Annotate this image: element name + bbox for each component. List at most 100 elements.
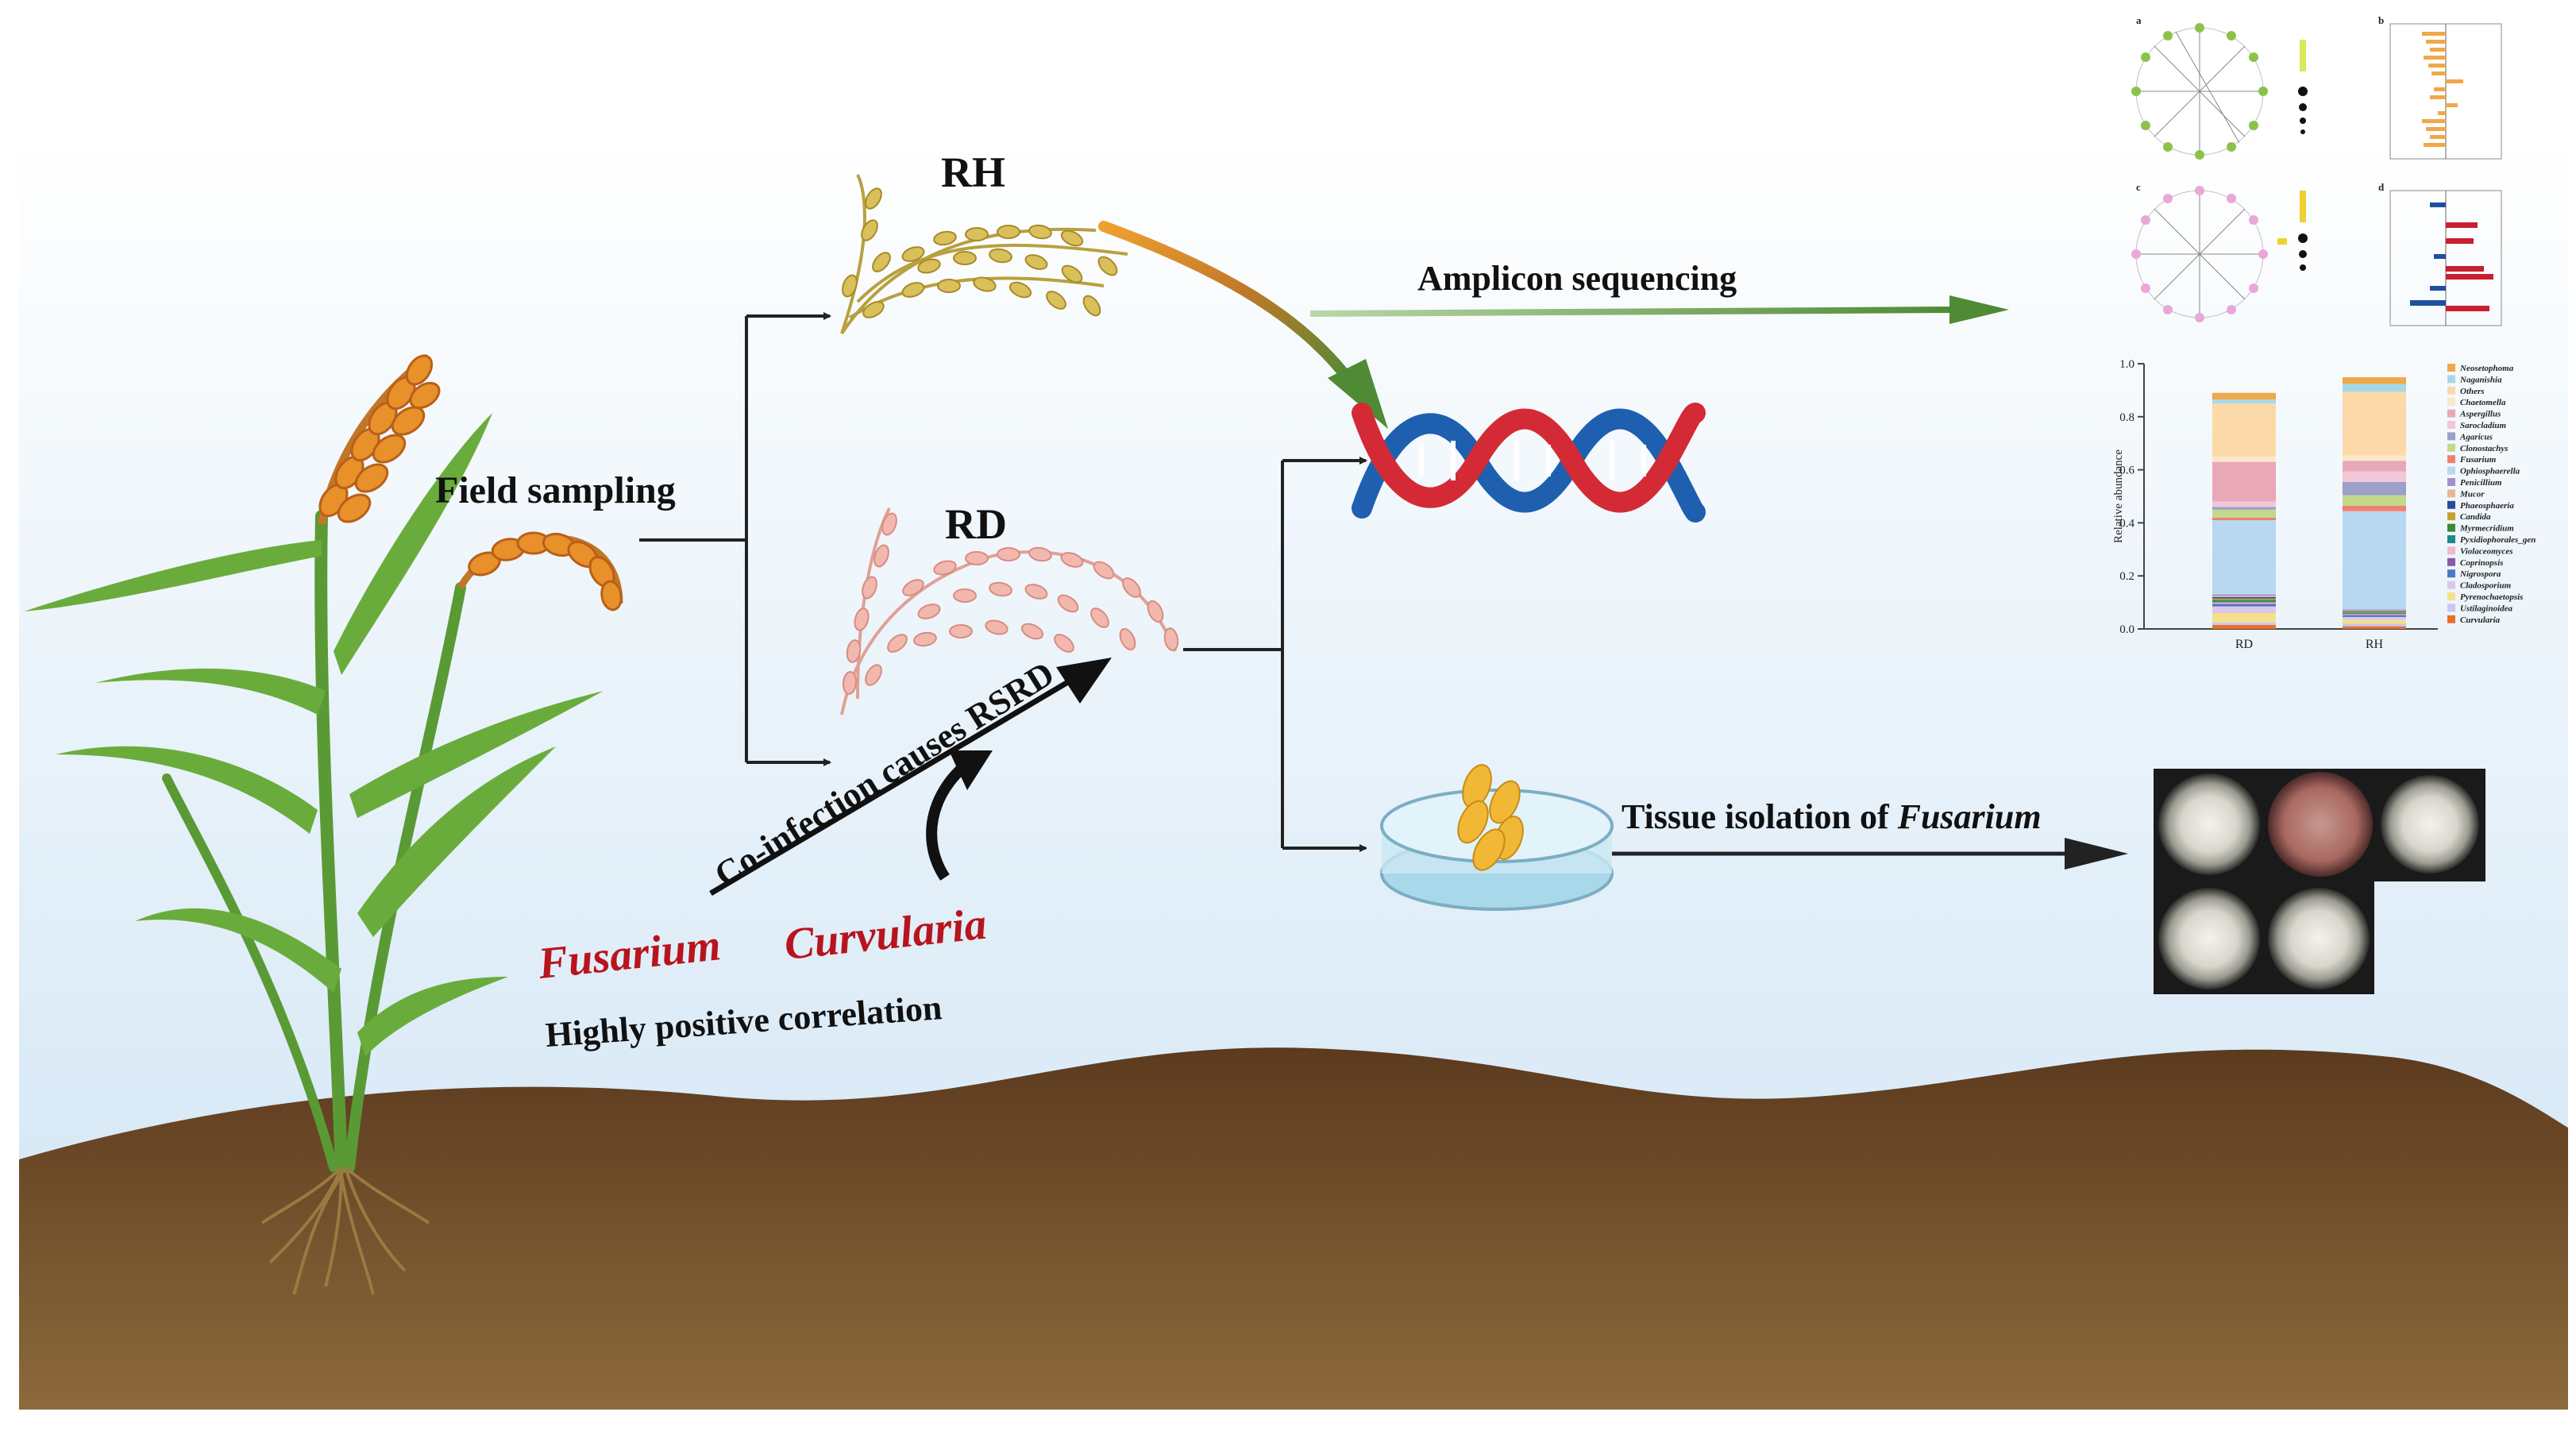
bar-segment: [2343, 471, 2406, 482]
legend-swatch: [2447, 546, 2455, 555]
legend-swatch: [2447, 421, 2455, 429]
culture-plate-5: [2268, 888, 2370, 989]
bar-segment: [2212, 604, 2276, 607]
legend-entry: Sarocladium: [2460, 421, 2507, 430]
legend-entry: Mucor: [2459, 489, 2485, 499]
bar-segment: [2212, 604, 2276, 605]
diverging-bar-panel-b: [2389, 23, 2502, 160]
legend-entry: Curvularia: [2460, 615, 2501, 625]
rd-label: RD: [945, 500, 1007, 548]
legend-swatch: [2447, 580, 2455, 589]
bar-segment: [2343, 511, 2406, 610]
bar-segment: [2212, 501, 2276, 507]
bar-segment: [2212, 399, 2276, 404]
bar-segment: [2343, 611, 2406, 613]
rh-to-dna-arrow: [1098, 221, 1388, 429]
amplicon-arrow: [1309, 295, 2009, 324]
legend-swatch: [2447, 375, 2455, 384]
legend-entry: Agaricus: [2459, 432, 2493, 442]
legend-entry: Naganishia: [2459, 375, 2502, 384]
legend-swatch: [2447, 455, 2455, 464]
bar-segment: [2343, 481, 2406, 496]
y-tick-label: 1.0: [2119, 358, 2134, 371]
network-panel-c: [2131, 186, 2308, 322]
bar-segment: [2212, 596, 2276, 599]
legend-swatch: [2447, 432, 2455, 441]
legend-swatch: [2447, 478, 2455, 486]
legend-entry: Pyxidiophorales_gen: [2460, 535, 2536, 545]
legend-entry: Myrmecridium: [2459, 524, 2514, 534]
legend-swatch: [2447, 466, 2455, 475]
y-tick-label: 0.0: [2119, 623, 2134, 636]
bar-segment: [2212, 606, 2276, 613]
tissue-isolation-arrow: [1612, 838, 2128, 870]
legend-swatch: [2447, 592, 2455, 600]
grain-head-drooping: [457, 531, 623, 611]
bar-segment: [2212, 507, 2276, 510]
legend-entry: Phaeosphaeria: [2460, 501, 2514, 511]
culture-plate-4: [2158, 888, 2260, 989]
legend-swatch: [2447, 557, 2455, 566]
legend-entry: Candida: [2460, 512, 2491, 522]
panel-letter-c: c: [2136, 181, 2141, 193]
bar-segment: [2343, 623, 2406, 627]
panel-letter-b: b: [2378, 14, 2384, 26]
bar-segment: [2212, 612, 2276, 623]
bar-segment: [2212, 509, 2276, 518]
dna-helix-icon: [1352, 403, 1706, 523]
rh-rice-panicle: [840, 174, 1128, 335]
culture-plate-1: [2158, 773, 2260, 875]
bar-segment: [2212, 598, 2276, 600]
legend-entry: Ophiosphaerella: [2460, 467, 2520, 476]
rd-rice-panicle: [840, 507, 1179, 716]
bar-segment: [2212, 622, 2276, 625]
legend-entry: Neosetophoma: [2459, 364, 2514, 373]
amplicon-sequencing-label: Amplicon sequencing: [1417, 259, 1737, 298]
tissue-isolation-genus: Fusarium: [1897, 797, 2042, 836]
legend-swatch: [2447, 615, 2455, 623]
panel-letter-a: a: [2136, 14, 2142, 26]
legend-swatch: [2447, 512, 2455, 521]
bar-segment: [2343, 392, 2406, 456]
bar-segment: [2343, 609, 2406, 611]
legend-swatch: [2447, 535, 2455, 543]
bar-segment: [2343, 610, 2406, 611]
panel-letters: a b c d: [2136, 14, 2385, 193]
bar-segment: [2212, 596, 2276, 597]
bar-segment: [2212, 600, 2276, 603]
legend-entry: Ustilaginoidea: [2460, 604, 2513, 613]
bar-segment: [2212, 600, 2276, 601]
legend-entry: Aspergillus: [2459, 410, 2501, 419]
legend-swatch: [2447, 386, 2455, 395]
bar-segment: [2212, 456, 2276, 462]
bar-segment: [2343, 377, 2406, 384]
fungal-culture-plates: [2154, 769, 2485, 994]
legend-entry: Nigrospora: [2459, 569, 2501, 579]
bar-segment: [2343, 384, 2406, 392]
bar-segment: [2343, 613, 2406, 615]
network-panel-a: [2131, 23, 2308, 160]
x-category-label: RD: [2235, 638, 2253, 651]
bar-segment: [2343, 616, 2406, 620]
bar-segment: [2212, 403, 2276, 457]
legend-swatch: [2447, 398, 2455, 407]
bar-segment: [2212, 461, 2276, 502]
y-tick-label: 0.4: [2119, 517, 2134, 530]
bar-segment: [2212, 520, 2276, 595]
legend-entry: Violaceomyces: [2460, 546, 2513, 556]
legend-swatch: [2447, 569, 2455, 578]
legend-entry: Clonostachys: [2460, 444, 2509, 453]
legend-swatch: [2447, 500, 2455, 509]
bar-segment: [2343, 506, 2406, 511]
legend-entry: Coprinopsis: [2460, 558, 2503, 568]
y-tick-label: 0.8: [2119, 411, 2134, 424]
tissue-isolation-label: Tissue isolation of Fusarium: [1622, 797, 2042, 836]
y-tick-label: 0.2: [2119, 570, 2134, 583]
legend-entry: Chaetomella: [2460, 398, 2506, 407]
legend-swatch: [2447, 523, 2455, 532]
bar-segment: [2343, 626, 2406, 629]
bar-segment: [2343, 455, 2406, 461]
legend-entry: Cladosporium: [2460, 581, 2512, 591]
